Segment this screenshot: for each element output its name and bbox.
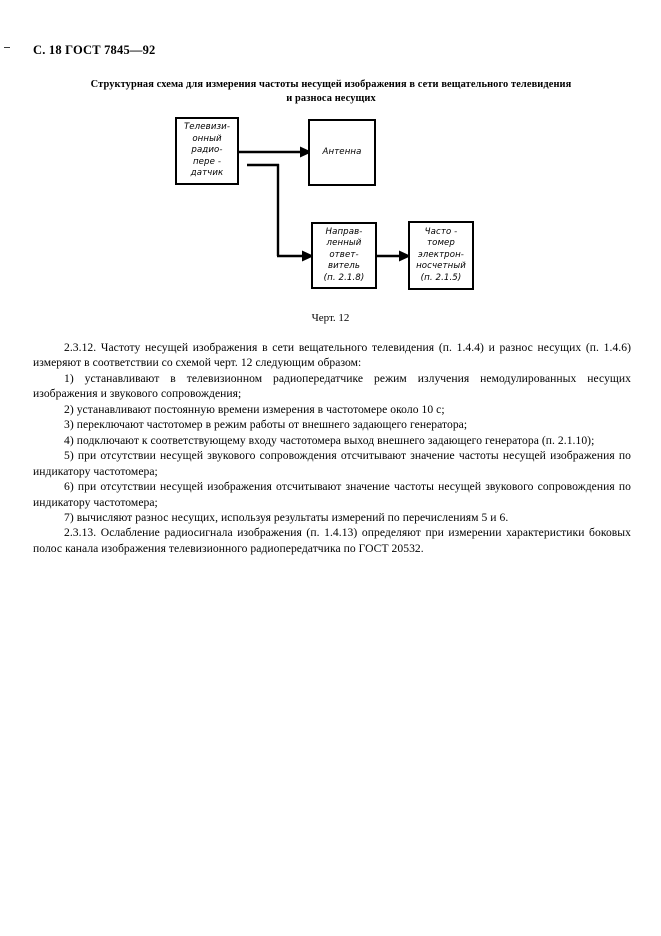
paragraph-2-3-12: 2.3.12. Частоту несущей изображения в се… <box>33 341 631 370</box>
transmitter-line-2: онный <box>192 133 222 144</box>
frequency-meter-line-2: томер <box>427 238 455 249</box>
list-item-5: 5) при отсутствии несущей звукового сопр… <box>33 449 631 478</box>
diagram-box-frequency-meter: Часто - томер электрон- носчетный (п. 2.… <box>408 221 474 290</box>
list-item-1: 1) устанавливают в телевизионном радиопе… <box>33 371 631 401</box>
diagram-connectors <box>239 146 411 262</box>
list-item-7: 7) вычисляют разнос несущих, используя р… <box>64 510 509 524</box>
coupler-line-4: витель <box>327 261 361 272</box>
list-item-2: 2) устанавливают постоянную времени изме… <box>64 402 445 416</box>
diagram-box-transmitter: Телевизи- онный радио- пере - датчик <box>175 117 239 185</box>
figure-caption: Черт. 12 <box>311 312 350 324</box>
list-item-6: 6) при отсутствии несущей изображения от… <box>33 480 631 509</box>
coupler-line-3: ответ- <box>329 249 359 260</box>
diagram-box-antenna: Антенна <box>308 119 376 186</box>
diagram-box-directional-coupler: Направ- ленный ответ- витель (п. 2.1.8) <box>311 222 377 289</box>
coupler-line-2: ленный <box>326 238 362 249</box>
transmitter-line-1: Телевизи- <box>183 122 231 133</box>
frequency-meter-line-3: электрон- <box>417 249 465 260</box>
list-item-3: 3) переключают частотомер в режим работы… <box>64 418 468 432</box>
transmitter-line-5: датчик <box>190 168 224 179</box>
transmitter-line-3: радио- <box>191 145 223 156</box>
coupler-reference: (п. 2.1.8) <box>323 272 365 283</box>
figure-title: Структурная схема для измерения частоты … <box>66 78 596 106</box>
frequency-meter-line-4: носчетный <box>416 261 466 272</box>
body-text: 2.3.12. Частоту несущей изображения в се… <box>33 340 631 556</box>
block-diagram: Телевизи- онный радио- пере - датчик Ант… <box>0 0 661 340</box>
page-edge-mark <box>4 47 10 48</box>
coupler-line-1: Направ- <box>325 226 363 237</box>
frequency-meter-line-1: Часто - <box>424 226 458 237</box>
list-item-4: 4) подключают к соответствующему входу ч… <box>64 433 595 447</box>
paragraph-2-3-13: 2.3.13. Ослабление радиосигнала изображе… <box>33 526 631 555</box>
transmitter-line-4: пере - <box>192 156 222 167</box>
running-head: С. 18 ГОСТ 7845—92 <box>33 43 156 57</box>
antenna-line-1: Антенна <box>322 146 362 157</box>
frequency-meter-reference: (п. 2.1.5) <box>420 272 462 283</box>
figure-title-line-2: и разноса несущих <box>286 93 376 104</box>
figure-title-line-1: Структурная схема для измерения частоты … <box>90 79 572 90</box>
